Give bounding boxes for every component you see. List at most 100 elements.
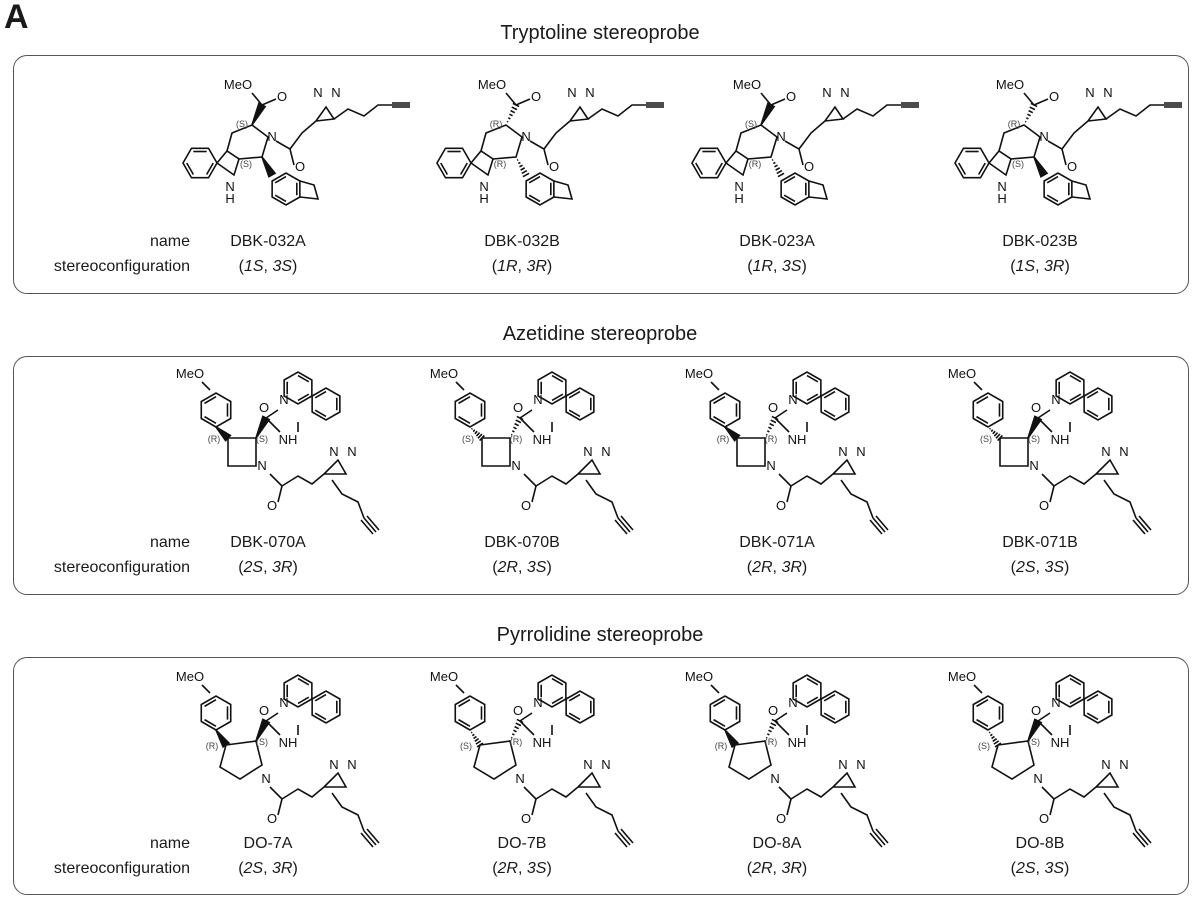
propyl-chain	[1053, 473, 1097, 487]
double-bond	[695, 162, 704, 175]
hash-bond	[765, 736, 768, 739]
ring-nitrogen: N	[1033, 771, 1042, 786]
amide-nitrogen: N	[267, 129, 276, 144]
config-second: 3S	[1044, 559, 1065, 576]
paren-close: )	[801, 860, 808, 877]
butynyl-chain	[587, 104, 646, 120]
hash-bond	[777, 172, 785, 178]
probe-name: DBK-032A	[230, 233, 306, 250]
hash-bond	[476, 742, 484, 748]
probe-stereoconfiguration: (2S, 3R)	[158, 559, 378, 577]
ester-bond	[1023, 92, 1035, 106]
double-bond	[976, 396, 989, 405]
quinoline-nitrogen: N	[533, 695, 542, 710]
hash-bond	[477, 433, 483, 439]
methoxyphenyl-ring	[454, 695, 486, 731]
stereo-label: (R)	[717, 434, 730, 444]
diazirine-n1: N	[838, 757, 847, 772]
ester-carbonyl	[261, 98, 277, 106]
double-bond	[459, 162, 468, 175]
carbonyl-oxygen: O	[786, 89, 796, 104]
triple-bond	[1135, 830, 1149, 846]
paren-close: )	[546, 258, 553, 275]
probe-stereoconfiguration: (2R, 3R)	[667, 860, 887, 878]
section-box-azetidine	[13, 356, 1189, 595]
paren-close: )	[292, 559, 298, 576]
double-bond	[204, 718, 217, 727]
acyl-oxygen: O	[267, 498, 277, 513]
config-second: 3S	[781, 258, 802, 275]
probe-stereoconfiguration: (2R, 3S)	[412, 860, 632, 878]
triple-bond	[363, 517, 377, 533]
stereo-label: (R)	[494, 159, 507, 169]
triple-bond	[617, 517, 631, 533]
diazirine-ring	[832, 458, 857, 475]
pyrrole-ring	[470, 149, 494, 177]
amide-oxygen: O	[768, 400, 778, 415]
hash-bond	[511, 733, 515, 736]
wedge-bond	[251, 102, 267, 126]
double-bond	[458, 699, 471, 708]
double-bond	[458, 718, 471, 727]
triple-bond	[1138, 828, 1152, 844]
diazirine-n2: N	[1119, 757, 1128, 772]
hash-bond	[770, 419, 777, 424]
double-bond	[713, 396, 726, 405]
amide-oxygen: O	[513, 703, 523, 718]
config-second: 3R	[272, 860, 293, 877]
hash-bond	[776, 169, 783, 175]
methoxyphenyl-ring	[454, 392, 486, 428]
diazirine-n1: N	[329, 757, 338, 772]
row-label-stereoconfiguration: stereoconfiguration	[53, 258, 190, 275]
hash-bond	[471, 733, 475, 737]
double-bond	[713, 415, 726, 424]
hash-bond	[511, 106, 518, 111]
triple-bond	[1132, 519, 1146, 535]
probe-name: DBK-023B	[1002, 233, 1078, 250]
double-bond	[1046, 194, 1059, 203]
indole-nitrogen: N	[734, 179, 743, 194]
quinoline-nitrogen: N	[279, 392, 288, 407]
hash-bond	[771, 159, 774, 161]
acyl-oxygen: O	[521, 498, 531, 513]
ring-nitrogen: N	[515, 771, 524, 786]
hash-bond	[992, 430, 996, 435]
azetidine-ring	[736, 437, 766, 467]
methoxyphenyl-ring	[200, 392, 232, 428]
carbonyl-oxygen: O	[277, 89, 287, 104]
diazirine-n2: N	[840, 85, 849, 100]
diazirine-n1: N	[329, 444, 338, 459]
tetrahydropyridine-ring	[735, 124, 778, 160]
hash-bond	[769, 725, 775, 730]
diazirine-n1: N	[1085, 85, 1094, 100]
ester-bond	[251, 92, 263, 106]
probe-stereoconfiguration: (2S, 3S)	[930, 559, 1150, 577]
config-first: 2S	[1015, 860, 1036, 877]
section-title-azetidine: Azetidine stereoprobe	[502, 323, 698, 345]
butynyl-chain	[842, 104, 901, 120]
amide-carbonyl	[519, 712, 533, 722]
probe-stereoconfiguration: (2R, 3S)	[412, 559, 632, 577]
triple-bond	[366, 515, 380, 531]
methoxyphenyl-ring	[709, 392, 741, 428]
stereo-label: (R)	[715, 741, 728, 751]
hash-bond	[1027, 113, 1031, 117]
comma: ,	[517, 258, 527, 275]
methoxy-bond	[201, 684, 211, 694]
ester-bond	[760, 92, 772, 106]
hash-bond	[988, 731, 991, 734]
double-bond	[977, 162, 986, 175]
diazirine-ring	[323, 771, 348, 788]
row-label-stereoconfiguration: stereoconfiguration	[53, 559, 190, 576]
diazirine-n2: N	[601, 444, 610, 459]
indole-benzene-ring	[691, 147, 727, 179]
paren-open: (	[492, 860, 498, 877]
hash-bond	[1029, 106, 1036, 111]
amide-bond	[519, 417, 535, 433]
comma: ,	[517, 860, 527, 877]
benzodioxole-ring	[1043, 172, 1073, 206]
hash-bond	[995, 433, 1001, 439]
